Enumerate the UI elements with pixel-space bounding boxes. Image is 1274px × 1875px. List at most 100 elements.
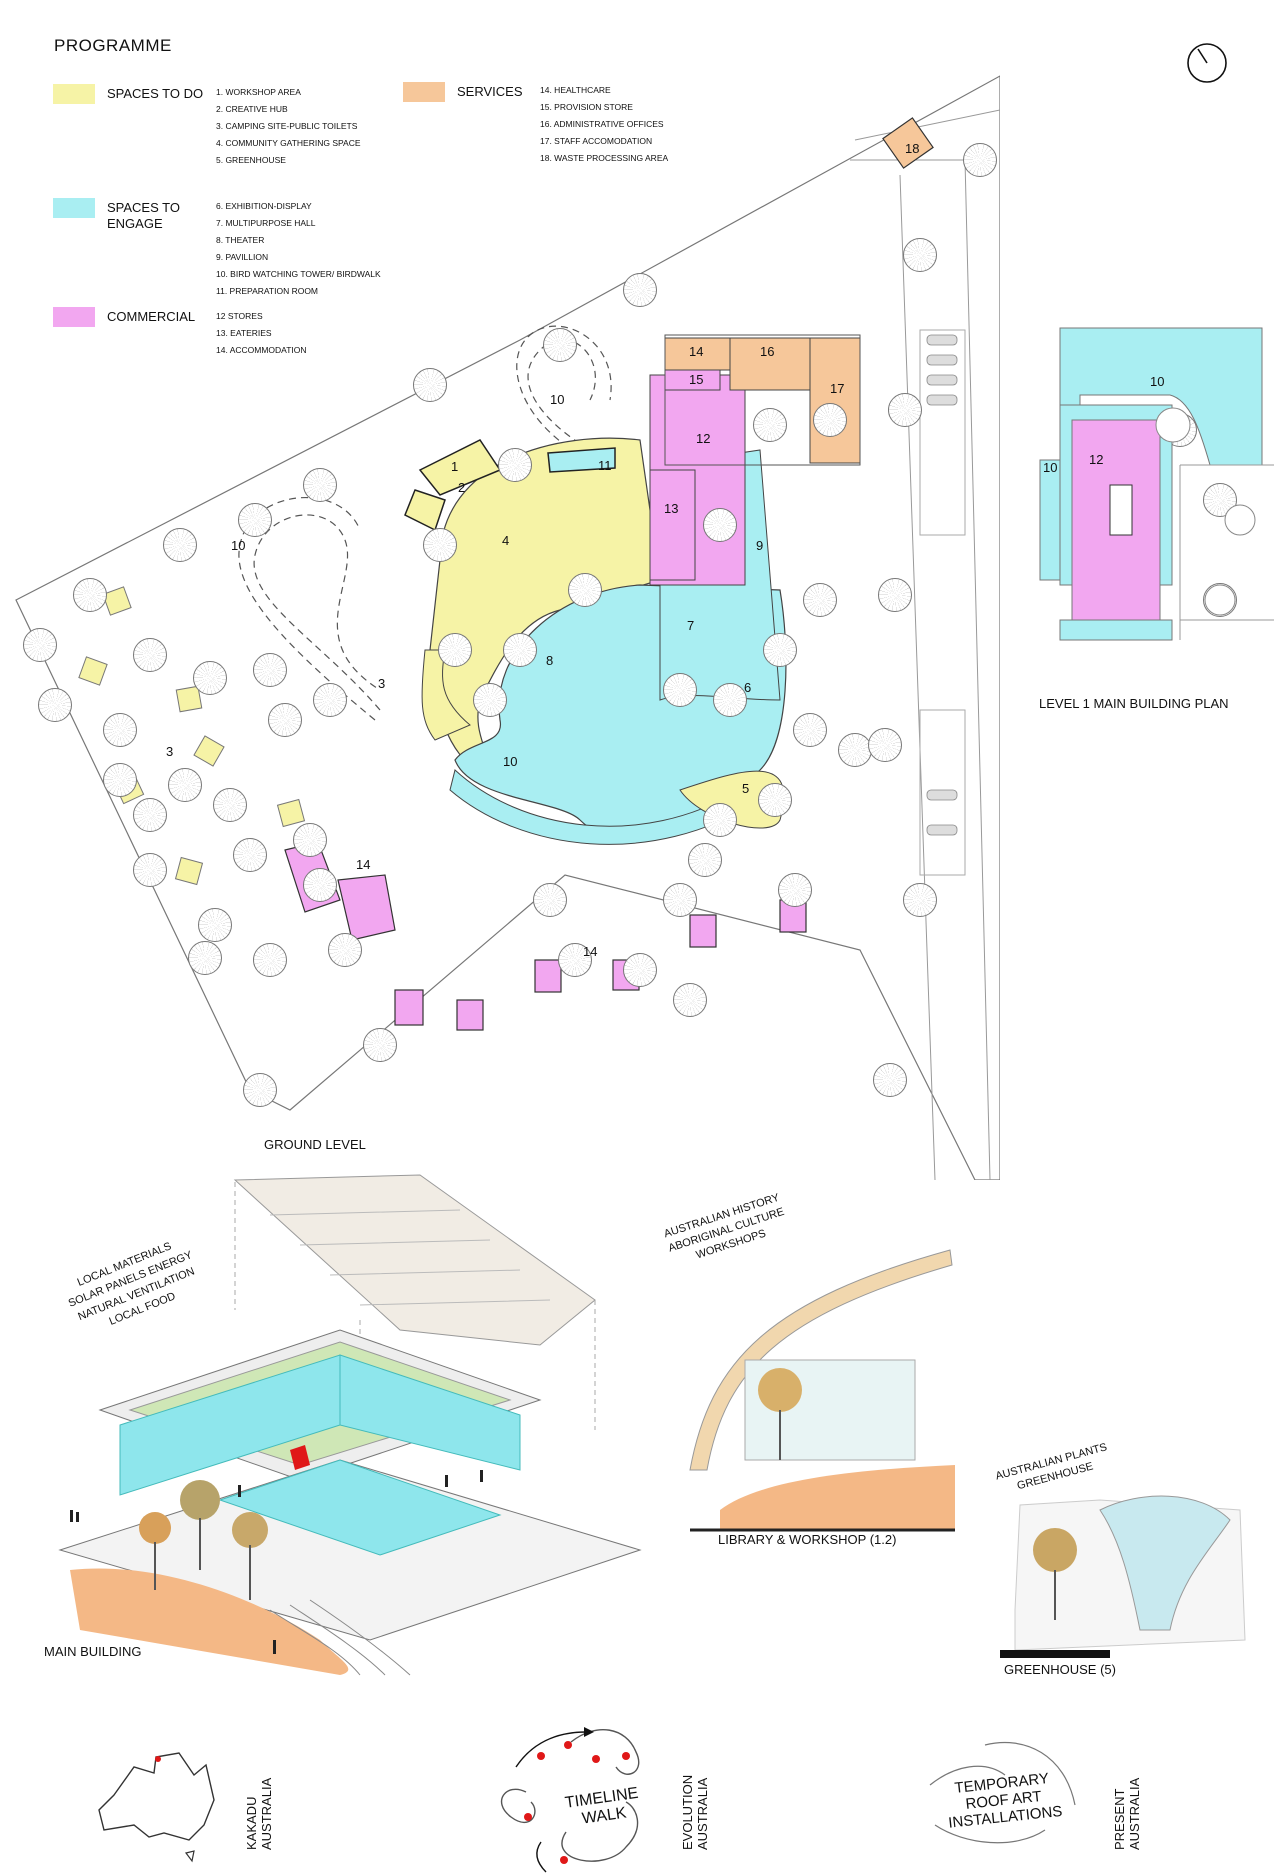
tree-canopy-icon bbox=[623, 273, 657, 307]
axonometric-trees bbox=[139, 1480, 268, 1600]
tree-canopy-icon bbox=[763, 633, 797, 667]
kakadu-location-dot bbox=[155, 1756, 161, 1762]
tree-canopy-icon bbox=[23, 628, 57, 662]
services-outline bbox=[664, 334, 861, 466]
tree-canopy-icon bbox=[193, 661, 227, 695]
drawing-title-greenhouse: GREENHOUSE (5) bbox=[1004, 1662, 1116, 1677]
timeline-arrow bbox=[515, 1731, 587, 1768]
tree-canopy-icon bbox=[963, 143, 997, 177]
zone-healthcare bbox=[664, 337, 731, 371]
plan-label-7: 7 bbox=[687, 618, 695, 633]
library-arc-walkway bbox=[689, 1249, 953, 1471]
legend-label-services: SERVICES bbox=[457, 84, 523, 99]
legend-item: 3. CAMPING SITE-PUBLIC TOILETS bbox=[216, 121, 358, 131]
greenhouse-view bbox=[1000, 1495, 1246, 1658]
zone-eateries bbox=[649, 469, 696, 581]
tree-canopy-icon bbox=[498, 448, 532, 482]
ground-level-site-plan bbox=[15, 75, 1000, 1180]
legend-item: 15. PROVISION STORE bbox=[540, 102, 633, 112]
legend-item: 18. WASTE PROCESSING AREA bbox=[540, 153, 669, 163]
legend-item: 9. PAVILLION bbox=[216, 252, 269, 262]
tree-canopy-icon bbox=[438, 633, 472, 667]
library-workshop-view bbox=[689, 1249, 955, 1532]
legend-list-spaces-to-engage: 6. EXHIBITION-DISPLAY 7. MULTIPURPOSE HA… bbox=[216, 198, 381, 300]
legend-label-commercial: COMMERCIAL bbox=[107, 309, 196, 324]
plan-label-5: 5 bbox=[742, 781, 750, 796]
parking-strip bbox=[919, 329, 966, 536]
tree-canopy-icon bbox=[663, 883, 697, 917]
tree-canopy-icon bbox=[813, 403, 847, 437]
tree-canopy-icon bbox=[253, 943, 287, 977]
level1-label-10a: 10 bbox=[1150, 374, 1165, 389]
legend-item: 16. ADMINISTRATIVE OFFICES bbox=[540, 119, 664, 129]
level1-outline bbox=[1179, 464, 1274, 640]
tree-canopy-icon bbox=[198, 908, 232, 942]
legend-item: 4. COMMUNITY GATHERING SPACE bbox=[216, 138, 361, 148]
zone-camping-toilets bbox=[421, 649, 471, 741]
tree-canopy-icon bbox=[163, 528, 197, 562]
plan-label-10a: 10 bbox=[550, 392, 565, 407]
tree-canopy-icon bbox=[623, 953, 657, 987]
zone-staff-accommodation bbox=[809, 337, 861, 464]
tree-canopy-icon bbox=[753, 408, 787, 442]
plan-label-17: 17 bbox=[830, 381, 845, 396]
plan-label-3b: 3 bbox=[166, 744, 174, 759]
tree-canopy-icon bbox=[293, 823, 327, 857]
tree-canopy-icon bbox=[133, 638, 167, 672]
tasmania-outline bbox=[184, 1850, 195, 1863]
roof-canopy bbox=[233, 1174, 596, 1346]
level1-stair bbox=[1109, 484, 1133, 536]
tree-canopy-icon bbox=[328, 933, 362, 967]
timeline-stops bbox=[524, 1741, 630, 1864]
tree-canopy-icon bbox=[168, 768, 202, 802]
tree-canopy-icon bbox=[793, 713, 827, 747]
plan-label-18: 18 bbox=[905, 141, 920, 156]
legend-item: 5. GREENHOUSE bbox=[216, 155, 286, 165]
tree-canopy-icon bbox=[188, 941, 222, 975]
tree-canopy-icon bbox=[233, 838, 267, 872]
tree-canopy-icon bbox=[38, 688, 72, 722]
tree-canopy-icon bbox=[103, 763, 137, 797]
tree-canopy-icon bbox=[888, 393, 922, 427]
tree-canopy-icon bbox=[133, 853, 167, 887]
plan-label-8: 8 bbox=[546, 653, 554, 668]
stair-red bbox=[290, 1445, 310, 1470]
timeline-walk-diagram bbox=[500, 1727, 640, 1873]
legend-swatch-spaces-to-do bbox=[53, 84, 95, 104]
tree-canopy-icon bbox=[558, 943, 592, 977]
legend-item: 14. ACCOMMODATION bbox=[216, 345, 307, 355]
tree-canopy-icon bbox=[703, 803, 737, 837]
tree-canopy-icon bbox=[673, 983, 707, 1017]
legend-item: 10. BIRD WATCHING TOWER/ BIRDWALK bbox=[216, 269, 381, 279]
tree-canopy-icon bbox=[303, 468, 337, 502]
legend-swatch-services bbox=[403, 82, 445, 102]
birdwalk-path bbox=[238, 325, 612, 721]
plan-label-10c: 10 bbox=[503, 754, 518, 769]
zone-preparation-room bbox=[547, 447, 616, 473]
tree-canopy-icon bbox=[243, 1073, 277, 1107]
level1-label-12: 12 bbox=[1089, 452, 1104, 467]
main-building-axonometric bbox=[58, 1174, 642, 1676]
glass-facade bbox=[339, 1354, 521, 1471]
tree-canopy-icon bbox=[303, 868, 337, 902]
orange-ground bbox=[70, 1568, 349, 1675]
drawing-title-main-building: MAIN BUILDING bbox=[44, 1644, 142, 1659]
tree-canopy-icon bbox=[873, 1063, 907, 1097]
level1-tree-icon bbox=[1155, 407, 1191, 443]
tree-canopy-icon bbox=[133, 798, 167, 832]
roof-art-outline bbox=[929, 1741, 1076, 1844]
timeline-arrow bbox=[536, 1841, 547, 1873]
terrace-steps bbox=[269, 1599, 411, 1676]
plan-label-1: 1 bbox=[451, 459, 459, 474]
legend-swatch-spaces-to-engage bbox=[53, 198, 95, 218]
plan-label-15: 15 bbox=[689, 372, 704, 387]
plan-label-11: 11 bbox=[598, 458, 612, 473]
legend-item: 17. STAFF ACCOMODATION bbox=[540, 136, 653, 146]
level1-zone-terrace bbox=[1059, 619, 1173, 641]
legend-list-spaces-to-do: 1. WORKSHOP AREA 2. CREATIVE HUB 3. CAMP… bbox=[216, 84, 361, 169]
legend-item: 2. CREATIVE HUB bbox=[216, 104, 288, 114]
legend-item: 13. EATERIES bbox=[216, 328, 272, 338]
legend-item: 11. PREPARATION ROOM bbox=[216, 286, 319, 296]
legend-item: 7. MULTIPURPOSE HALL bbox=[216, 218, 316, 228]
